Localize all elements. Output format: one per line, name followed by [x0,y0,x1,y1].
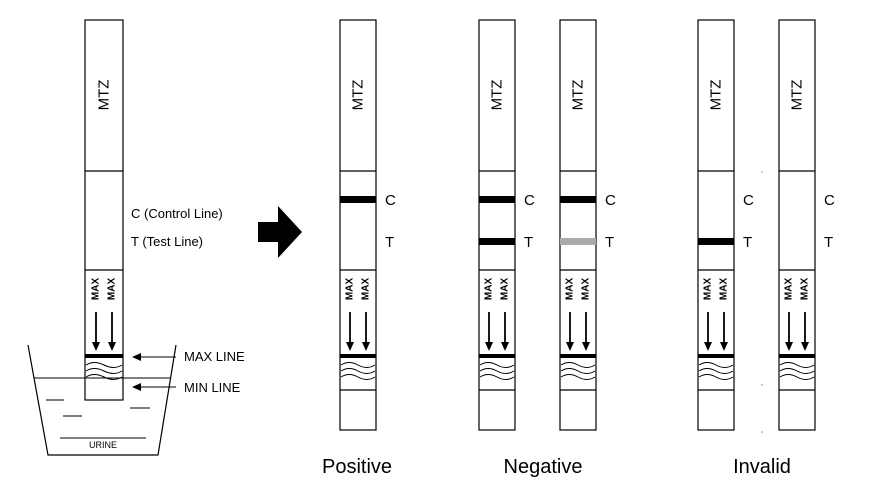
down-arrow-icon [485,312,493,351]
test-line-band [560,238,596,245]
max-label: MAX [361,278,372,301]
control-line-band [560,196,596,203]
test-line-callout: T (Test Line) [131,234,203,249]
max-label: MAX [581,278,592,301]
max-line-bar [698,354,734,358]
result-group-negative: MTZ MAX MAX C T MTZ MAX MAX C T Negative [478,19,616,478]
test-line-band [479,238,515,245]
max-line-bar [85,354,123,358]
max-label: MAX [784,278,795,301]
result-label: Positive [322,456,392,478]
down-arrow-icon [501,312,509,351]
result-strip: MTZ MAX MAX C T [697,19,754,431]
max-line-callout: MAX LINE [184,349,245,364]
urine-label: URINE [89,440,117,450]
control-letter: C [605,192,616,209]
down-arrow-icon [92,312,100,351]
result-strip: MTZ MAX MAX C T [478,19,535,431]
max-label: MAX [345,278,356,301]
max-label: MAX [719,278,730,301]
absorbent-wave-icon [779,362,815,380]
min-line-callout: MIN LINE [184,380,241,395]
test-letter: T [385,234,394,251]
max-label: MAX [800,278,811,301]
absorbent-wave-icon [698,362,734,380]
max-label: MAX [91,278,102,301]
strip-brand-label: MTZ [570,80,587,111]
strip-brand-label: MTZ [350,80,367,111]
control-line-callout: C (Control Line) [131,206,223,221]
result-group-invalid: MTZ MAX MAX C T MTZ MAX MAX C T Invalid [697,19,835,478]
max-label: MAX [107,278,118,301]
control-letter: C [743,192,754,209]
down-arrow-icon [108,312,116,351]
max-line-bar [560,354,596,358]
result-label: Invalid [733,456,791,478]
max-line-pointer [132,353,176,361]
max-label: MAX [565,278,576,301]
result-group-positive: MTZ MAX MAX C T Positive [322,19,396,478]
strip-brand-label: MTZ [489,80,506,111]
test-line-band [698,238,734,245]
absorbent-wave-icon [340,362,376,380]
absorbent-wave-icon [560,362,596,380]
max-label: MAX [500,278,511,301]
strip-brand-label: MTZ [96,80,113,111]
down-arrow-icon [582,312,590,351]
down-arrow-icon [362,312,370,351]
strip-brand-label: MTZ [789,80,806,111]
control-line-band [479,196,515,203]
down-arrow-icon [346,312,354,351]
reference-strip: MTZ MAX MAX [84,19,124,401]
max-line-bar [779,354,815,358]
control-letter: C [524,192,535,209]
control-letter: C [385,192,396,209]
test-letter: T [743,234,752,251]
result-strip: MTZ MAX MAX C T [339,19,396,431]
result-arrow-icon [258,206,302,258]
test-letter: T [605,234,614,251]
max-line-bar [479,354,515,358]
min-line-pointer [132,383,176,391]
result-strip: MTZ MAX MAX C T [559,19,616,431]
result-strip: MTZ MAX MAX C T [778,19,835,431]
down-arrow-icon [566,312,574,351]
down-arrow-icon [785,312,793,351]
max-line-bar [340,354,376,358]
max-label: MAX [703,278,714,301]
max-label: MAX [484,278,495,301]
down-arrow-icon [801,312,809,351]
urine-cup: URINE [27,344,177,456]
test-letter: T [524,234,533,251]
strip-brand-label: MTZ [708,80,725,111]
result-label: Negative [504,456,583,478]
absorbent-wave-icon [85,362,123,380]
test-letter: T [824,234,833,251]
results-layer: MTZ MAX MAX C T Positive MTZ MAX MAX C T MTZ MAX MAX C… [322,19,835,478]
down-arrow-icon [704,312,712,351]
control-letter: C [824,192,835,209]
absorbent-wave-icon [479,362,515,380]
control-line-band [340,196,376,203]
down-arrow-icon [720,312,728,351]
